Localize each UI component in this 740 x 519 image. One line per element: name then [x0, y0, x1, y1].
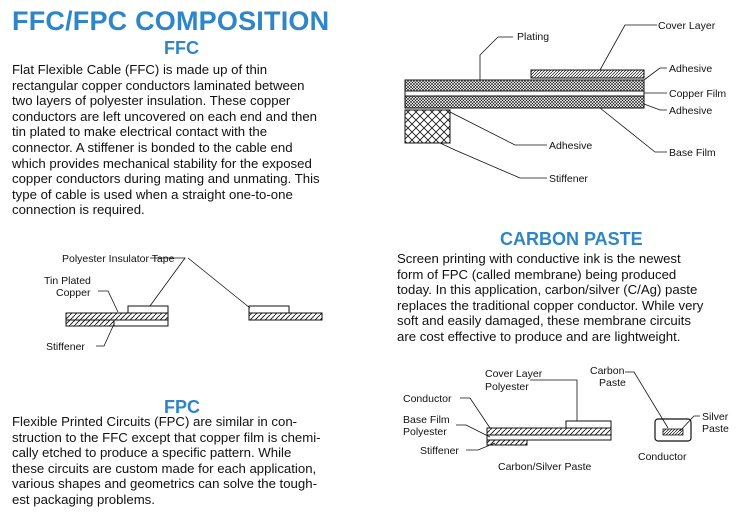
copper-film-shape: [404, 90, 645, 97]
carbon-paste-heading: CARBON PASTE: [500, 229, 643, 249]
cp-base-film-shape: [486, 434, 612, 441]
label-cp-cover-layer: Cover Layer: [485, 368, 543, 380]
label-cp-silver-paste: Paste: [702, 423, 729, 435]
label-cp-conductor-right: Conductor: [638, 451, 687, 463]
label-cp-cover-polyester: Polyester: [485, 381, 529, 393]
label-cp-silver: Silver: [702, 411, 729, 423]
ffc-tape-left-shape: [127, 305, 169, 314]
label-plating: Plating: [517, 31, 549, 43]
cp-conductor-shape: [486, 427, 612, 436]
carbon-paste-diagram: Cover Layer Polyester Conductor Base Fil…: [403, 365, 729, 473]
label-cp-base-polyester: Polyester: [403, 426, 447, 438]
ffc-heading: FFC: [164, 38, 199, 58]
label-stiffener: Stiffener: [549, 173, 588, 185]
label-cp-base-film: Base Film: [403, 414, 450, 426]
ffc-diagram: Polyester Insulator Tape Tin Plated Copp…: [44, 253, 323, 353]
label-cp-carbon-silver-paste: Carbon/Silver Paste: [498, 461, 592, 473]
label-adhesive-top: Adhesive: [669, 63, 712, 75]
page-title: FFC/FPC COMPOSITION: [12, 6, 330, 36]
label-cp-carbon: Carbon: [590, 365, 625, 377]
ffc-paragraph: Flat Flexible Cable (FFC) is made up of …: [12, 62, 320, 218]
fpc-paragraph: Flexible Printed Circuits (FPC) are simi…: [12, 414, 321, 507]
cp-silver-paste-shape: [662, 428, 684, 436]
cover-layer-shape: [530, 69, 645, 79]
ffc-copper-right-shape: [248, 312, 323, 321]
label-cp-stiffener: Stiffener: [420, 445, 459, 457]
label-base-film: Base Film: [669, 147, 716, 159]
label-adhesive-bottom: Adhesive: [549, 140, 592, 152]
label-tin-plated: Tin Plated: [44, 275, 91, 287]
label-cp-carbon-paste: Paste: [599, 377, 626, 389]
carbon-paste-paragraph: Screen printing with conductive ink is t…: [397, 251, 704, 344]
layers-diagram: Plating Cover Layer Adhesive Copper Film…: [404, 20, 726, 185]
label-cover-layer: Cover Layer: [658, 20, 716, 32]
label-ffc-stiffener: Stiffener: [46, 341, 85, 353]
label-adhesive-right: Adhesive: [669, 105, 712, 117]
ffc-tape-bottom-left-shape: [113, 319, 169, 327]
stiffener-shape: [404, 109, 451, 144]
adhesive-top-shape: [404, 79, 645, 92]
ffc-stiffener-shape: [65, 319, 115, 327]
cp-stiffener-shape: [486, 439, 528, 446]
ffc-copper-left-shape: [65, 312, 169, 321]
cp-cover-layer-shape: [565, 420, 612, 429]
label-polyester-insulator-tape: Polyester Insulator Tape: [62, 253, 175, 265]
label-copper: Copper: [56, 287, 91, 299]
label-cp-conductor: Conductor: [403, 393, 452, 405]
ffc-tape-right-shape: [248, 305, 290, 314]
label-copper-film: Copper Film: [669, 88, 726, 100]
adhesive-bottom-shape: [404, 95, 645, 109]
fpc-heading: FPC: [164, 397, 200, 417]
